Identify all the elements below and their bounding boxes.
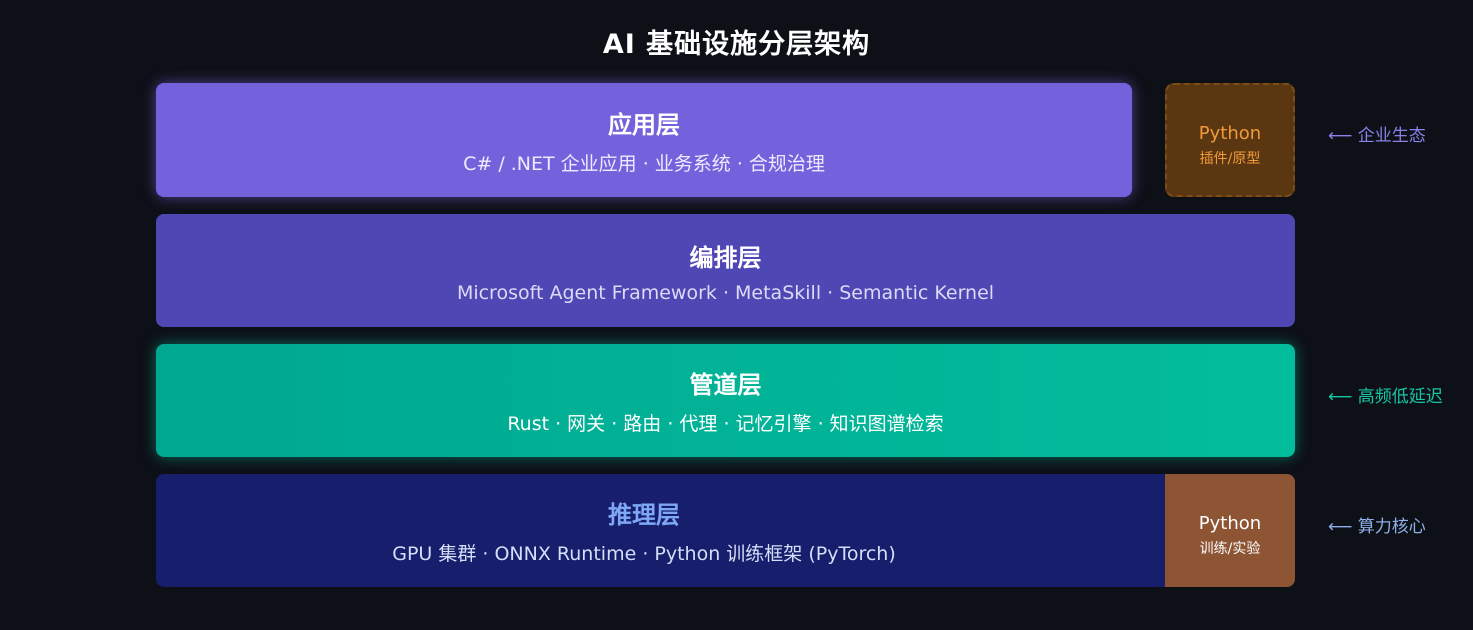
orchestration-layer: 编排层 Microsoft Agent Framework · MetaSkil… (156, 214, 1295, 327)
python-plugin-label: Python (1198, 122, 1262, 144)
python-training-label: Python (1198, 513, 1262, 534)
side-note-high-frequency-low-latency: ⟵ 高频低延迟 (1328, 387, 1443, 407)
pipeline-layer: 管道层 Rust · 网关 · 路由 · 代理 · 记忆引擎 · 知识图谱检索 (156, 344, 1295, 457)
application-layer-name: 应用层 (608, 110, 680, 139)
python-training-box: Python 训练/实验 (1165, 474, 1295, 587)
application-layer: 应用层 C# / .NET 企业应用 · 业务系统 · 合规治理 (156, 83, 1132, 197)
python-plugin-sublabel: 插件/原型 (1199, 150, 1261, 167)
inference-layer-name: 推理层 (608, 501, 680, 529)
pipeline-layer-name: 管道层 (689, 371, 762, 399)
side-note-enterprise-ecosystem: ⟵ 企业生态 (1328, 126, 1426, 146)
inference-layer-description: GPU 集群 · ONNX Runtime · Python 训练框架 (PyT… (392, 543, 896, 565)
python-plugin-box: Python 插件/原型 (1165, 83, 1295, 197)
application-layer-description: C# / .NET 企业应用 · 业务系统 · 合规治理 (463, 152, 825, 175)
side-note-compute-core: ⟵ 算力核心 (1328, 517, 1426, 537)
pipeline-layer-description: Rust · 网关 · 路由 · 代理 · 记忆引擎 · 知识图谱检索 (507, 413, 944, 435)
orchestration-layer-description: Microsoft Agent Framework · MetaSkill · … (456, 281, 995, 304)
page-title: AI 基础设施分层架构 (602, 29, 871, 60)
python-training-sublabel: 训练/实验 (1199, 541, 1261, 557)
orchestration-layer-name: 编排层 (689, 243, 762, 272)
inference-layer: 推理层 GPU 集群 · ONNX Runtime · Python 训练框架 … (156, 474, 1295, 587)
